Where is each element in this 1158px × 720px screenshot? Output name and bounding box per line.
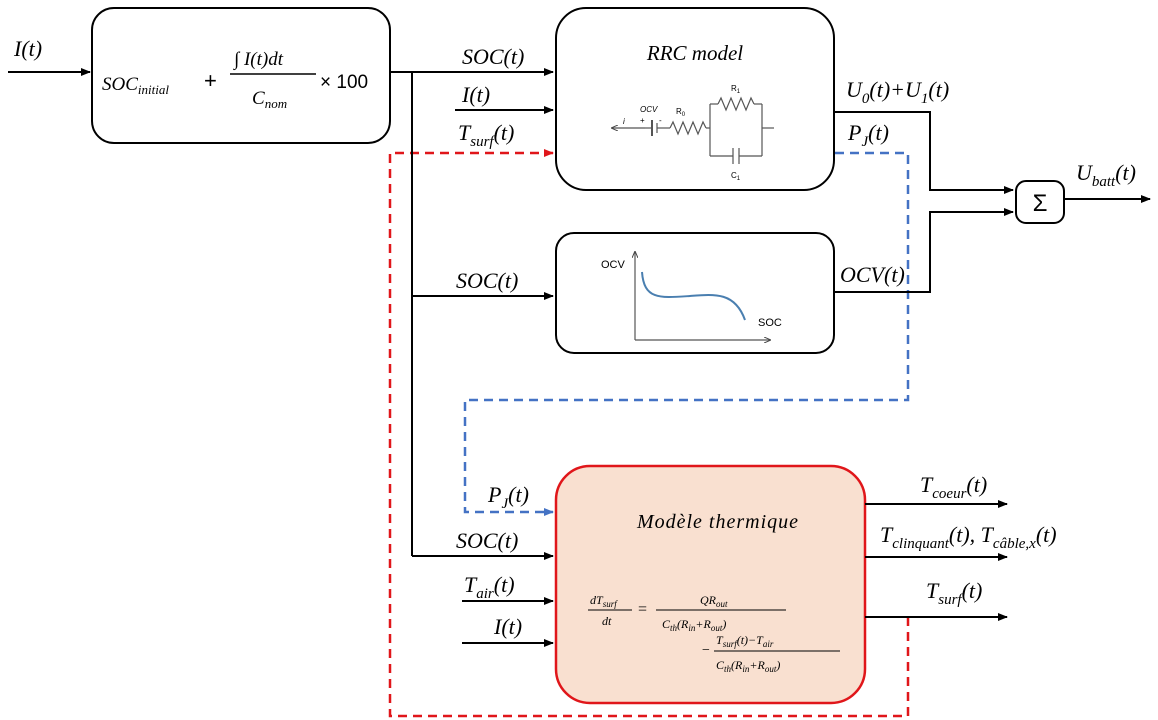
rrc-circuit-schematic — [612, 96, 774, 164]
svg-text:∫ I(t)dt: ∫ I(t)dt — [233, 49, 284, 71]
svg-text:dTsurf: dTsurf — [590, 593, 618, 609]
ocv-to-sum-arrow — [834, 208, 1014, 293]
ocv-curve-plot: OCV SOC — [601, 252, 782, 340]
svg-text:=: = — [638, 601, 647, 618]
svg-text:Cth(Rin+Rout): Cth(Rin+Rout) — [662, 617, 726, 633]
ocv-out-label: OCV(t) — [840, 262, 905, 287]
ocv-block — [555, 232, 835, 354]
r1-resistor — [717, 96, 755, 112]
svg-text:R0: R0 — [676, 107, 686, 118]
rrc-in-current-label: I(t) — [461, 82, 490, 107]
svg-text:−: − — [702, 643, 710, 658]
tcoeur-output-label: Tcoeur(t) — [920, 472, 987, 502]
rrc-model-title: RRC model — [646, 41, 743, 65]
rrc-out-pj-label: PJ(t) — [847, 120, 889, 150]
svg-text:-: - — [659, 116, 662, 125]
tsurf-output-label: Tsurf(t) — [926, 578, 982, 608]
svg-text:OCV: OCV — [640, 105, 658, 114]
rrc-in-tsurf-label: Tsurf(t) — [458, 120, 514, 150]
tsurf-feedback-loop — [388, 149, 910, 718]
rrc-in-soc-label: SOC(t) — [462, 44, 524, 69]
rrc-circuit-labels: i OCV + - R0 R1 C1 — [623, 84, 741, 182]
rrc-model-block — [555, 7, 835, 191]
thermal-in-soc-label: SOC(t) — [456, 528, 518, 553]
svg-text:R1: R1 — [731, 84, 741, 95]
ocv-in-soc-label: SOC(t) — [456, 268, 518, 293]
rrc-out-u-label: U0(t)+U1(t) — [846, 77, 949, 107]
thermal-model-title: Modèle thermique — [636, 511, 799, 533]
thermal-in-current-label: I(t) — [493, 614, 522, 639]
current-input-label: I(t) — [13, 36, 42, 61]
r0-resistor — [669, 120, 707, 136]
svg-text:SOC: SOC — [758, 317, 782, 329]
svg-text:QRout: QRout — [700, 593, 728, 609]
sum-symbol: Σ — [1033, 190, 1048, 217]
svg-text:Cnom: Cnom — [252, 88, 287, 111]
svg-text:SOCinitial: SOCinitial — [102, 74, 169, 97]
svg-text:C1: C1 — [731, 171, 741, 182]
thermal-equation: dTsurf dt = QRout Cth(Rin+Rout) − Tsurf(… — [588, 593, 840, 674]
svg-text:Cth(Rin+Rout): Cth(Rin+Rout) — [716, 658, 780, 674]
tclinquant-output-label: Tclinquant(t), Tcâble,x(t) — [880, 522, 1057, 552]
svg-text:Tsurf(t)−Tair: Tsurf(t)−Tair — [716, 633, 774, 649]
svg-text:+: + — [204, 68, 217, 93]
ubatt-output-label: Ubatt(t) — [1076, 160, 1136, 190]
rrc-u-to-sum-arrow — [834, 111, 1014, 194]
soc-formula: SOCinitial + ∫ I(t)dt Cnom × 100 — [102, 49, 368, 111]
soc-computation-block — [91, 7, 391, 144]
svg-text:OCV: OCV — [601, 259, 626, 271]
thermal-in-pj-label: PJ(t) — [487, 482, 529, 512]
svg-text:× 100: × 100 — [320, 72, 368, 93]
svg-text:dt: dt — [602, 614, 612, 628]
thermal-in-tair-label: Tair(t) — [464, 572, 515, 602]
sum-block — [1015, 180, 1065, 224]
svg-text:+: + — [640, 116, 645, 125]
ocv-curve — [641, 271, 746, 321]
thermal-model-block — [554, 464, 867, 705]
svg-text:i: i — [623, 117, 625, 126]
pj-feedback-loop — [463, 151, 910, 516]
